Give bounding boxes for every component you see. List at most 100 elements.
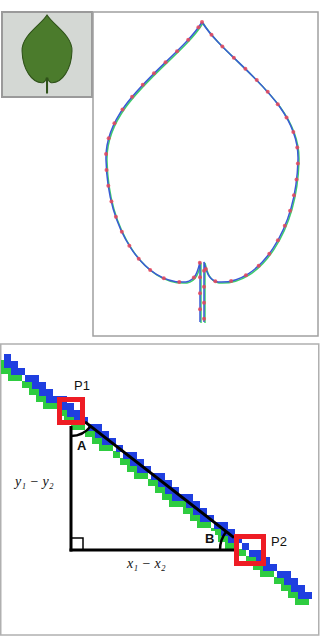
pixel-blue <box>277 571 284 578</box>
contour-point <box>283 224 287 228</box>
contour-point <box>137 257 141 261</box>
pixel-blue <box>284 578 291 585</box>
contour-point <box>276 102 280 106</box>
contour-point <box>232 56 236 60</box>
contour-point <box>202 301 206 305</box>
angle-label: A <box>76 438 87 454</box>
contour-point <box>120 107 124 111</box>
contour-point <box>148 268 152 272</box>
vertical-leg <box>70 426 73 552</box>
contour-point <box>202 269 206 273</box>
contour-point <box>162 276 166 280</box>
contour-point <box>177 280 181 284</box>
hypotenuse <box>85 422 234 538</box>
pixel-green <box>120 458 127 465</box>
pixel-blue <box>298 592 305 599</box>
pixel-blue <box>32 382 39 389</box>
pixel-blue <box>39 389 46 396</box>
pixel-blue <box>270 564 277 571</box>
contour-point <box>255 78 259 82</box>
contour-point <box>267 252 271 256</box>
leaf-thumbnail <box>22 15 72 93</box>
pixel-green <box>190 514 197 521</box>
pixel-green <box>141 472 148 479</box>
contour-point <box>276 238 280 242</box>
pixel-green <box>260 570 267 577</box>
pixel-blue <box>291 585 298 592</box>
contour-point <box>109 199 113 203</box>
horizontal-leg <box>70 549 235 552</box>
contour-point <box>243 67 247 71</box>
pixel-blue <box>46 389 53 396</box>
pixel-green <box>43 402 50 409</box>
pixel-blue <box>67 410 74 417</box>
contour-point <box>288 209 292 213</box>
pixel-green <box>36 395 43 402</box>
contour-point <box>198 291 202 295</box>
pixel-blue <box>249 550 256 557</box>
pixel-blue <box>298 585 305 592</box>
leaf-contour-green <box>107 23 299 323</box>
pixel-green <box>50 402 57 409</box>
pixel-blue <box>18 368 25 375</box>
pixel-blue <box>67 403 74 410</box>
pixel-green <box>92 437 99 444</box>
angle-arc <box>71 426 91 436</box>
pixel-blue <box>4 361 11 368</box>
contour-point <box>291 130 295 134</box>
pixel-green <box>204 521 211 528</box>
point-marker-box: P2 <box>234 534 266 566</box>
pixel-green <box>134 472 141 479</box>
pixel-green <box>288 591 295 598</box>
pixel-green <box>162 493 169 500</box>
angle-label: B <box>204 531 215 547</box>
contour-point <box>257 264 261 268</box>
pixel-green <box>225 542 232 549</box>
pixel-green <box>302 598 309 605</box>
point-label: P1 <box>73 378 91 393</box>
pixel-green <box>15 374 22 381</box>
pixel-green <box>295 598 302 605</box>
pixel-blue <box>25 375 32 382</box>
contour-point <box>104 152 108 156</box>
pixel-green <box>22 381 29 388</box>
pixel-green <box>127 465 134 472</box>
contour-point <box>186 38 190 42</box>
pixel-green <box>29 388 36 395</box>
point-marker-box: P1 <box>57 397 85 425</box>
thumbnail-frame <box>2 12 92 97</box>
contour-point <box>229 279 233 283</box>
pixel-green <box>183 507 190 514</box>
dimension-label: y₁ − y₂ <box>14 474 55 490</box>
pixel-blue <box>46 396 53 403</box>
contour-point <box>196 25 200 29</box>
right-angle-mark <box>71 538 83 550</box>
contour-point <box>152 71 156 75</box>
pixel-blue <box>305 592 312 599</box>
pixel-blue <box>11 368 18 375</box>
contour-point <box>130 95 134 99</box>
pixel-blue <box>32 375 39 382</box>
pixel-green <box>176 500 183 507</box>
pixel-green <box>99 444 106 451</box>
contour-point <box>114 215 118 219</box>
contour-point <box>266 90 270 94</box>
pixel-green <box>8 374 15 381</box>
contour-point <box>202 317 206 321</box>
contour-point <box>141 83 145 87</box>
dimension-label: x₁ − x₂ <box>126 556 167 572</box>
pixel-blue <box>39 382 46 389</box>
contour-point <box>198 307 202 311</box>
contour-point <box>127 244 131 248</box>
contour-point <box>198 261 202 265</box>
contour-point <box>192 275 196 279</box>
pixel-blue <box>291 578 298 585</box>
contour-point <box>220 45 224 49</box>
contour-point <box>244 273 248 277</box>
leaf-contour <box>106 22 298 322</box>
pixel-green <box>169 500 176 507</box>
pixel-blue <box>74 410 81 417</box>
contour-panel <box>93 12 318 336</box>
pixel-green <box>1 367 8 374</box>
contour-point <box>296 161 300 165</box>
